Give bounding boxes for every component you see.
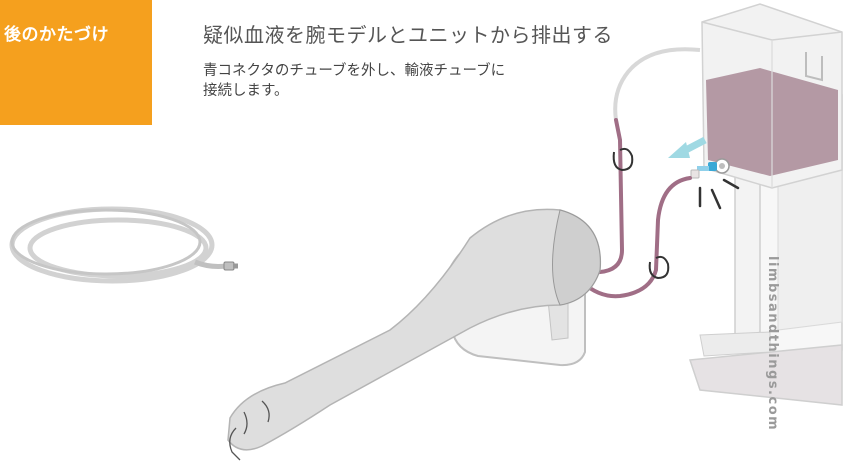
coiled-tube-illustration: [9, 206, 227, 284]
arm-model-illustration: [227, 208, 602, 461]
tube-clamp-icon: [612, 147, 670, 280]
tube-connector-icon: [223, 261, 238, 271]
section-tab: 後のかたづけ: [0, 0, 152, 125]
motion-lines-icon: [698, 178, 740, 210]
detach-arrow-icon: [668, 136, 707, 158]
blue-connector-icon: [690, 162, 717, 179]
section-tab-label: 後のかたづけ: [4, 25, 109, 45]
drain-unit-illustration: [688, 3, 843, 406]
instruction-line-1: 青コネクタのチューブを外し、輸液チューブに: [203, 63, 506, 79]
watermark-text: limbsandthings.com: [765, 256, 780, 432]
instruction-text: 青コネクタのチューブを外し、輸液チューブに 接続します。: [203, 61, 623, 101]
page-title: 疑似血液を腕モデルとユニットから排出する: [203, 23, 613, 47]
disconnected-tube: [613, 47, 701, 121]
instruction-line-2: 接続します。: [203, 83, 289, 99]
